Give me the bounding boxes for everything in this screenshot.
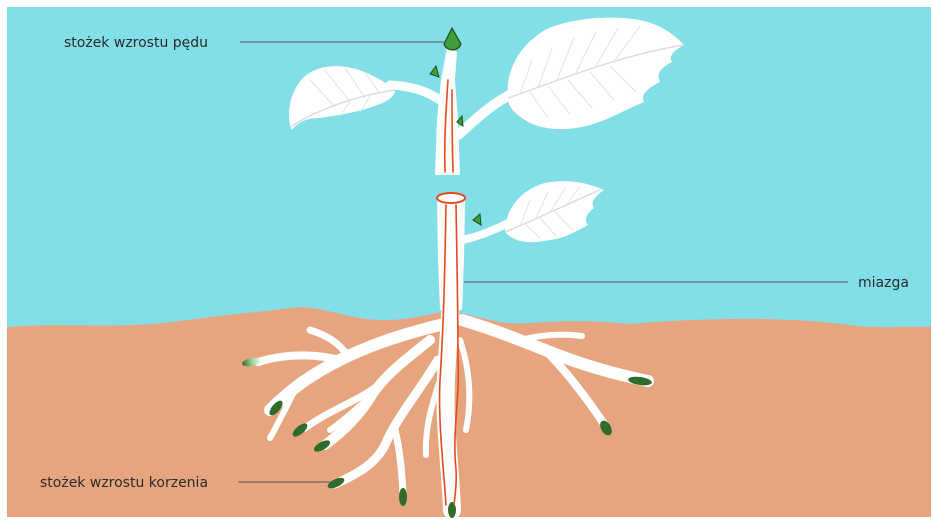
sap-label: miazga [858, 275, 909, 291]
shoot-tip-label: stożek wzrostu pędu [64, 35, 208, 51]
root-tip-label: stożek wzrostu korzenia [40, 475, 208, 491]
